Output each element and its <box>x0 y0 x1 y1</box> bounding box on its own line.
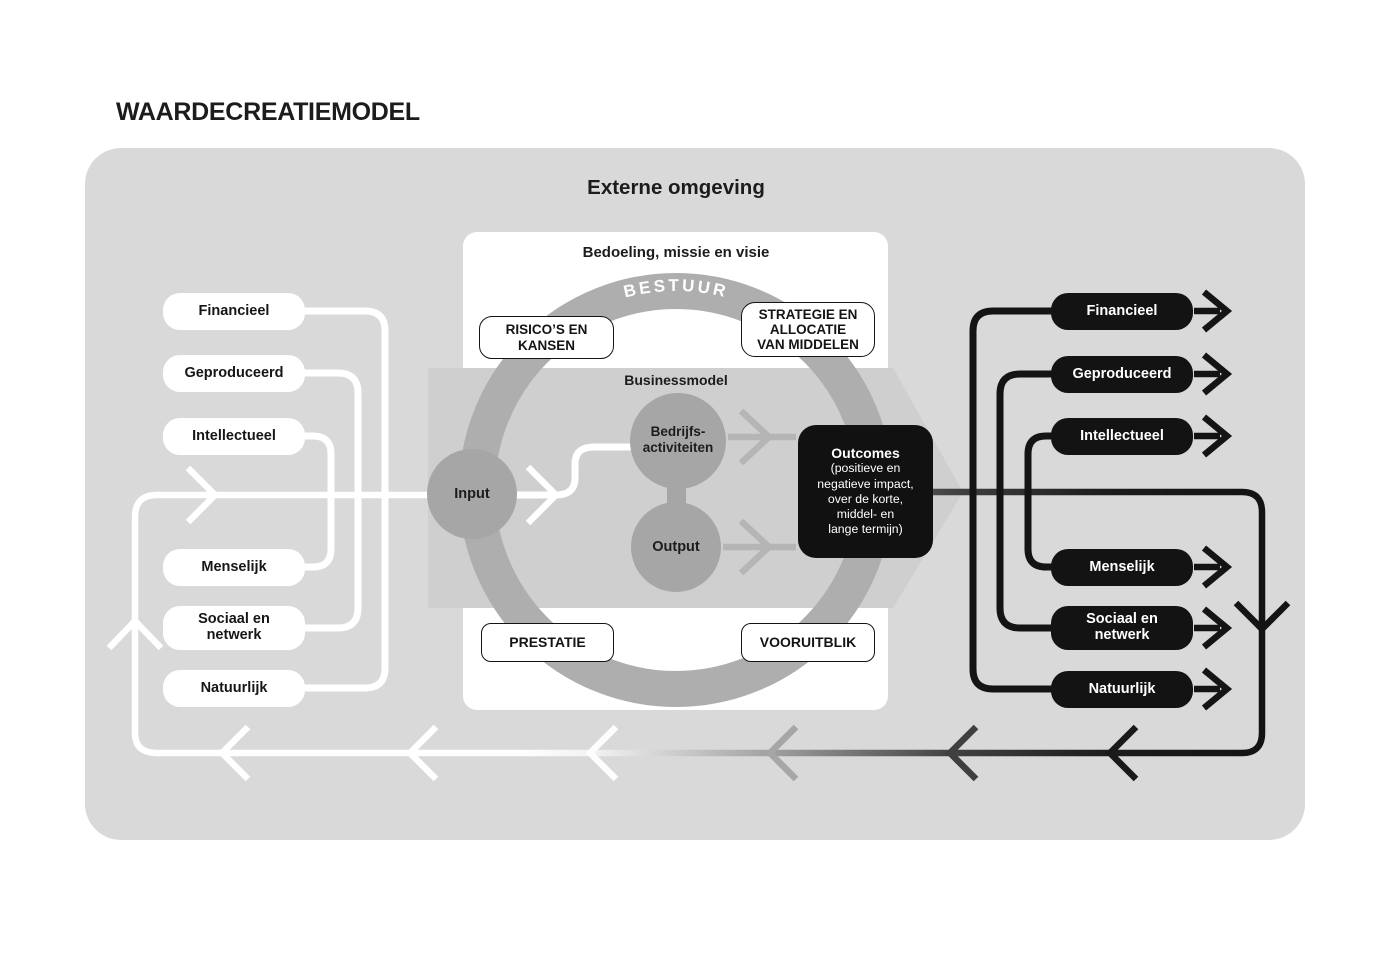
capital-pill-left-financieel: Financieel <box>163 293 305 330</box>
capital-pill-left-menselijk: Menselijk <box>163 549 305 586</box>
left-arrowhead-icon <box>945 724 979 782</box>
left-arrowhead-icon <box>217 724 251 782</box>
capital-pill-right-menselijk: Menselijk <box>1051 549 1193 586</box>
capital-pill-right-financieel: Financieel <box>1051 293 1193 330</box>
left-connector-financieel-natuurlijk <box>298 307 389 692</box>
capital-pill-left-geproduceerd: Geproduceerd <box>163 355 305 392</box>
page-title: WAARDECREATIEMODEL <box>116 98 420 126</box>
right-arrowhead-icon <box>1194 352 1233 396</box>
input-label: Input <box>454 486 490 502</box>
right-arrowhead-icon <box>1194 606 1233 650</box>
purpose-mission-vision-label: Bedoeling, missie en visie <box>582 244 770 261</box>
businessmodel-label: Businessmodel <box>624 372 728 388</box>
activities-label: Bedrijfs- activiteiten <box>642 424 714 455</box>
capital-pill-right-natuurlijk: Natuurlijk <box>1051 671 1193 708</box>
capital-pill-left-natuurlijk: Natuurlijk <box>163 670 305 707</box>
right-connector-financieel-natuurlijk <box>969 307 1054 693</box>
left-arrowhead-icon <box>1105 724 1139 782</box>
capital-pill-right-geproduceerd: Geproduceerd <box>1051 356 1193 393</box>
left-connector-geproduceerd-sociaal <box>298 369 362 632</box>
outcomes-box: Outcomes (positieve en negatieve impact,… <box>798 425 933 558</box>
right-arrowhead-icon <box>738 518 774 576</box>
left-capital-connectors <box>298 307 389 692</box>
left-arrowhead-icon <box>405 724 439 782</box>
activities-node <box>630 393 726 489</box>
strategy-allocation-box: STRATEGIE EN ALLOCATIE VAN MIDDELEN <box>741 302 875 357</box>
right-connector-intellectueel-menselijk <box>1024 432 1054 571</box>
left-connector-intellectueel-menselijk <box>298 432 335 571</box>
outlook-box: VOORUITBLIK <box>741 623 875 662</box>
right-capital-arrows <box>1194 289 1233 711</box>
input-to-activities-line <box>470 443 631 499</box>
right-arrowhead-icon <box>1194 414 1233 458</box>
capital-pill-right-sociaal: Sociaal en netwerk <box>1051 606 1193 650</box>
output-node <box>631 502 721 592</box>
feedback-loop-line <box>131 488 1266 757</box>
outcomes-subtitle: (positieve en negatieve impact, over de … <box>817 461 914 537</box>
right-capital-connectors <box>969 307 1054 693</box>
capital-pill-left-intellectueel: Intellectueel <box>163 418 305 455</box>
capital-pill-right-intellectueel: Intellectueel <box>1051 418 1193 455</box>
output-label: Output <box>652 539 700 555</box>
down-arrowhead-icon <box>1233 600 1291 634</box>
right-arrowhead-icon <box>1194 289 1233 333</box>
feedback-arrowheads <box>106 465 1291 782</box>
input-node <box>427 449 517 539</box>
outcomes-title: Outcomes <box>831 445 900 462</box>
right-arrowhead-icon <box>525 464 561 526</box>
to-outcomes-arrows <box>723 408 796 576</box>
up-arrowhead-icon <box>106 616 164 651</box>
capital-pill-left-sociaal: Sociaal en netwerk <box>163 606 305 650</box>
right-arrowhead-icon <box>1194 667 1233 711</box>
left-arrowhead-icon <box>585 724 619 782</box>
risks-opportunities-box: RISICO’S EN KANSEN <box>479 316 614 359</box>
right-connector-geproduceerd-sociaal <box>996 370 1054 632</box>
left-arrowhead-icon <box>765 724 799 782</box>
performance-box: PRESTATIE <box>481 623 614 662</box>
right-arrowhead-icon <box>738 408 774 466</box>
externe-omgeving-label: Externe omgeving <box>587 176 765 199</box>
right-arrowhead-icon <box>1194 545 1233 589</box>
right-arrowhead-icon <box>185 465 220 525</box>
